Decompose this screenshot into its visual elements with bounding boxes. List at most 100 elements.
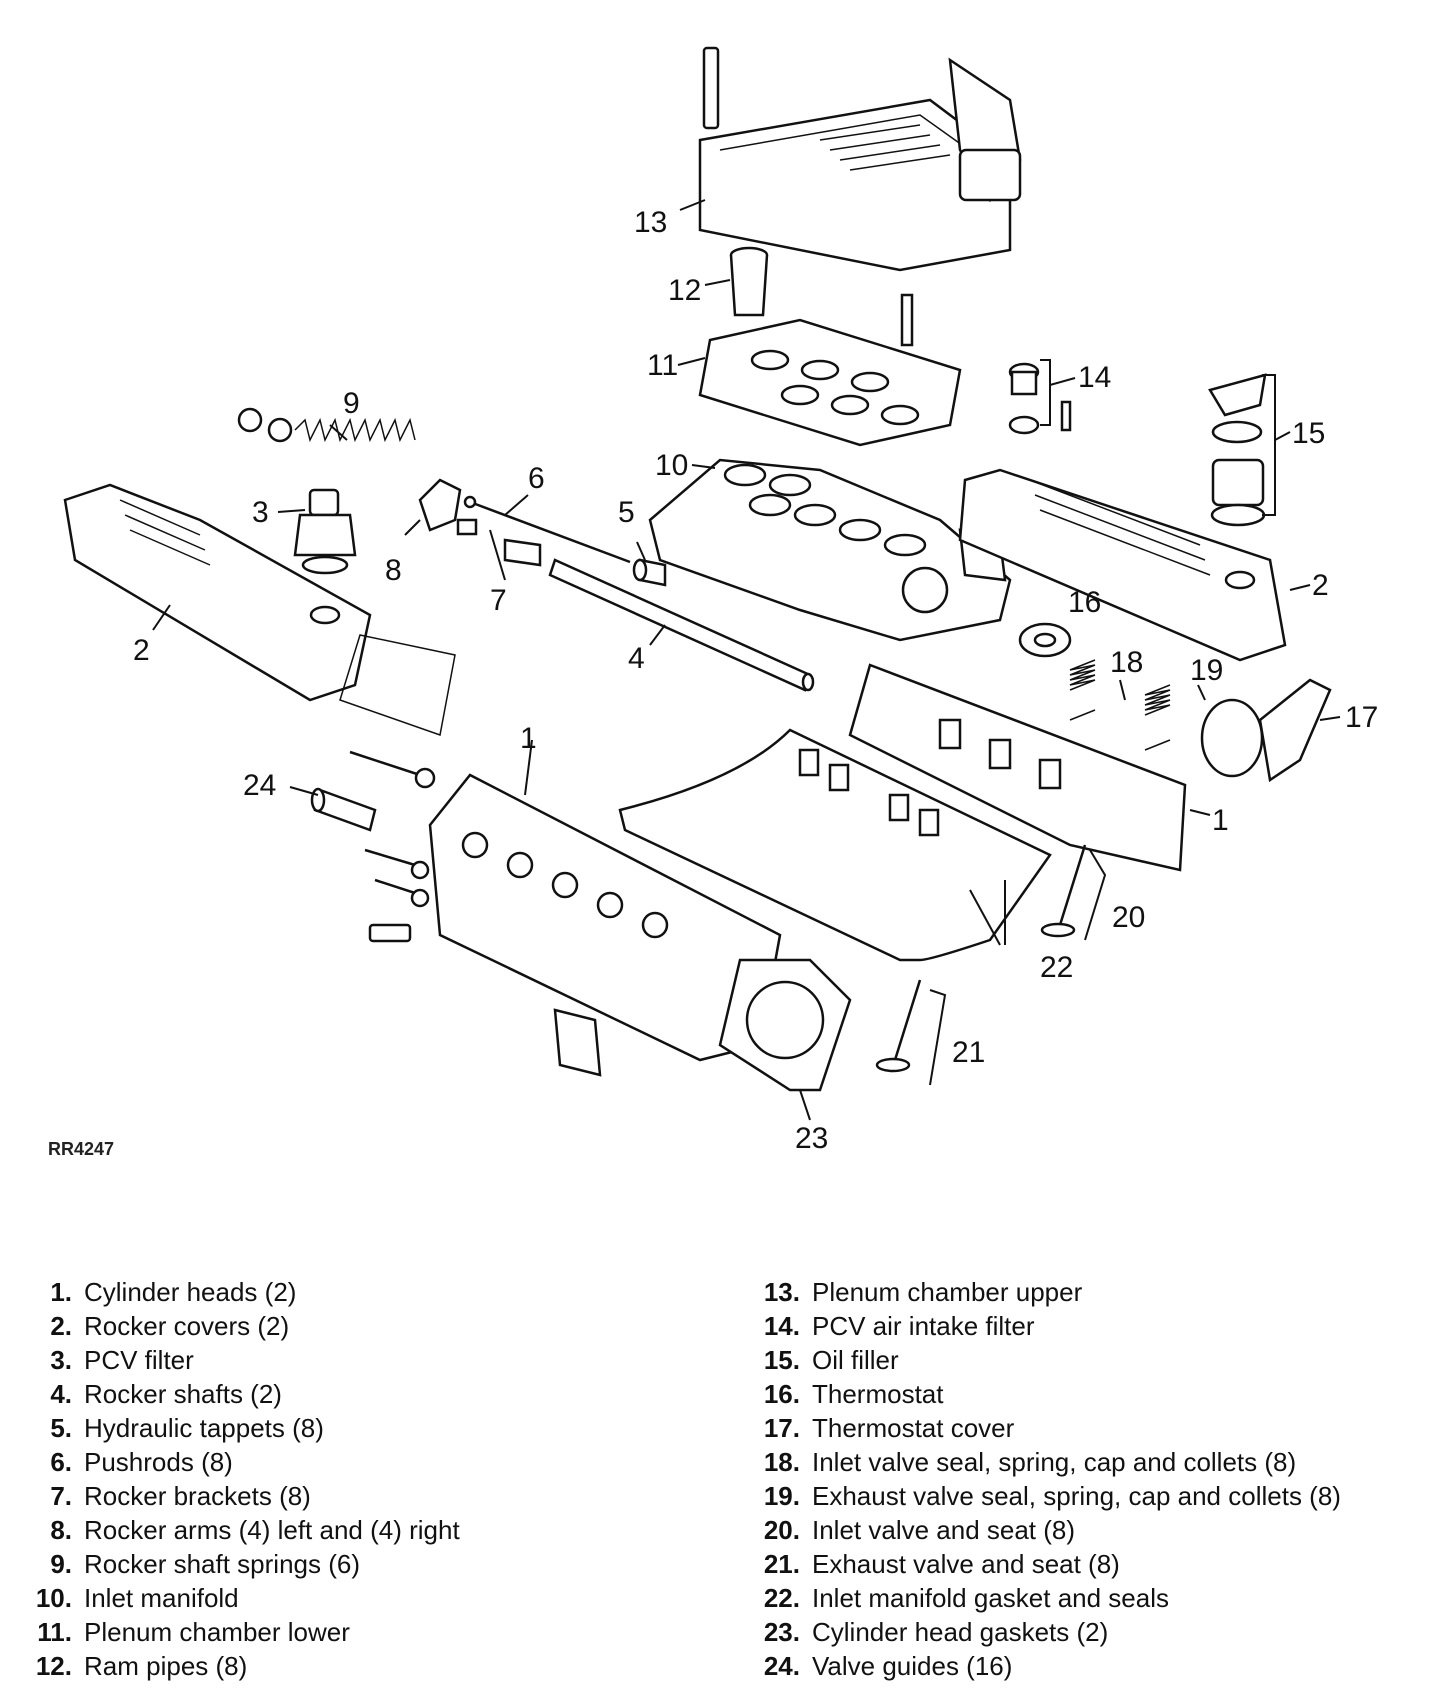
thermostat	[1018, 622, 1072, 658]
figure-reference: RR4247	[48, 1139, 114, 1159]
legend-text: Rocker arms (4) left and (4) right	[84, 1515, 460, 1545]
callout-14: 14	[1078, 361, 1111, 394]
legend-number: 9.	[50, 1549, 72, 1579]
pcv-air-intake-filter	[1008, 362, 1072, 435]
legend-left-column: 1.Cylinder heads (2) 2. Rocker covers (2)…	[12, 1275, 652, 1683]
rocker-shaft	[548, 558, 815, 692]
callout-17: 17	[1345, 701, 1378, 734]
legend-number: 16.	[763, 1379, 800, 1409]
legend-number: 18.	[763, 1447, 800, 1477]
valve-guide	[310, 787, 377, 832]
callout-6: 6	[528, 462, 545, 495]
legend-text: Rocker brackets (8)	[84, 1481, 311, 1511]
legend-number: 2.	[50, 1311, 72, 1341]
legend-text: Pushrods (8)	[84, 1447, 233, 1477]
legend-text: Thermostat	[812, 1379, 944, 1409]
legend-text: Valve guides (16)	[812, 1651, 1013, 1681]
callout-2-left: 2	[133, 634, 150, 667]
legend-text: Rocker covers (2)	[84, 1311, 290, 1341]
legend-number: 12.	[35, 1651, 72, 1681]
hydraulic-tappet	[632, 558, 667, 587]
legend-item: 12.Ram pipes (8)	[12, 1649, 652, 1683]
cylinder-head-right	[848, 663, 1187, 872]
legend-item: 4.Rocker shafts (2)	[12, 1377, 652, 1411]
legend-text: Inlet valve seal, spring, cap and collet…	[812, 1447, 1297, 1477]
legend-item: 13.Plenum chamber upper	[740, 1275, 1430, 1309]
legend-item: 22.Inlet manifold gasket and seals	[740, 1581, 1430, 1615]
callout-18: 18	[1110, 646, 1143, 679]
legend-item: 6. Pushrods (8)	[12, 1445, 652, 1479]
rocker-shaft-springs	[237, 407, 416, 443]
legend-number: 7.	[50, 1481, 72, 1511]
legend-number: 11.	[37, 1617, 72, 1647]
legend-number: 22.	[763, 1583, 800, 1613]
inlet-manifold	[648, 458, 1012, 642]
legend-number: 13.	[763, 1277, 800, 1307]
callout-3: 3	[252, 496, 269, 529]
legend-item: 17.Thermostat cover	[740, 1411, 1430, 1445]
callout-9: 9	[343, 387, 360, 420]
legend-text: Rocker shaft springs (6)	[84, 1549, 360, 1579]
callout-23: 23	[795, 1122, 828, 1155]
legend-number: 6.	[50, 1447, 72, 1477]
callout-1-right: 1	[1212, 804, 1229, 837]
legend-item: 21. Exhaust valve and seat (8)	[740, 1547, 1430, 1581]
legend-item: 14. PCV air intake filter	[740, 1309, 1430, 1343]
legend-number: 20.	[763, 1515, 800, 1545]
callout-20: 20	[1112, 901, 1145, 934]
callout-4: 4	[628, 642, 645, 675]
cylinder-head-gasket	[718, 958, 852, 1092]
legend-number: 19.	[763, 1481, 800, 1511]
legend-number: 1.	[50, 1277, 72, 1307]
legend-number: 15.	[763, 1345, 800, 1375]
leader-lines	[152, 199, 1341, 1121]
plenum-chamber-upper	[698, 46, 1022, 272]
legend-number: 5.	[50, 1413, 72, 1443]
callout-10: 10	[655, 449, 688, 482]
legend-text: Inlet manifold	[84, 1583, 239, 1613]
legend-number: 14.	[763, 1311, 800, 1341]
callout-8: 8	[385, 554, 402, 587]
pushrod	[463, 495, 631, 564]
oil-filler	[1208, 373, 1267, 527]
thermostat-cover	[1200, 678, 1332, 783]
legend-item: 23. Cylinder head gaskets (2)	[740, 1615, 1430, 1649]
legend-number: 4.	[50, 1379, 72, 1409]
callout-16: 16	[1068, 586, 1101, 619]
legend-item: 2. Rocker covers (2)	[12, 1309, 652, 1343]
callout-1-left: 1	[520, 722, 537, 755]
rocker-cover-right	[958, 468, 1287, 662]
callout-5: 5	[618, 496, 635, 529]
exhaust-valve	[875, 979, 922, 1073]
legend-item: 10. Inlet manifold	[12, 1581, 652, 1615]
callout-22: 22	[1040, 951, 1073, 984]
exploded-engine-diagram: 1 1 2 2 3 4 5 6 7 8 9 10 11 12 13 14 15 …	[48, 46, 1378, 1159]
legend-number: 21.	[763, 1549, 800, 1579]
legend-item: 8. Rocker arms (4) left and (4) right	[12, 1513, 652, 1547]
legend-item: 1.Cylinder heads (2)	[12, 1275, 652, 1309]
rocker-cover-left	[63, 483, 456, 736]
legend-text: Cylinder head gaskets (2)	[812, 1617, 1109, 1647]
legend-item: 19. Exhaust valve seal, spring, cap and c…	[740, 1479, 1430, 1513]
legend-item: 11.Plenum chamber lower	[12, 1615, 652, 1649]
legend-text: Exhaust valve and seat (8)	[812, 1549, 1120, 1579]
legend-item: 7. Rocker brackets (8)	[12, 1479, 652, 1513]
legend-text: Thermostat cover	[812, 1413, 1015, 1443]
legend-item: 5.Hydraulic tappets (8)	[12, 1411, 652, 1445]
ram-pipe	[729, 246, 769, 317]
legend-number: 8.	[50, 1515, 72, 1545]
callout-24: 24	[243, 769, 276, 802]
plenum-chamber-lower	[698, 293, 962, 447]
legend-text: Exhaust valve seal, spring, cap and coll…	[812, 1481, 1341, 1511]
legend-text: PCV air intake filter	[812, 1311, 1035, 1341]
cylinder-head-left	[428, 773, 782, 1077]
exhaust-valve-spring-set	[1144, 684, 1171, 751]
callout-labels: 1 1 2 2 3 4 5 6 7 8 9 10 11 12 13 14 15 …	[133, 206, 1378, 1155]
legend-number: 10.	[35, 1583, 72, 1613]
inlet-valve-spring-set	[1069, 659, 1096, 721]
legend-text: PCV filter	[84, 1345, 194, 1375]
callout-13: 13	[634, 206, 667, 239]
legend-number: 24.	[763, 1651, 800, 1681]
legend-number: 23.	[763, 1617, 800, 1647]
inlet-valve	[1040, 844, 1087, 938]
